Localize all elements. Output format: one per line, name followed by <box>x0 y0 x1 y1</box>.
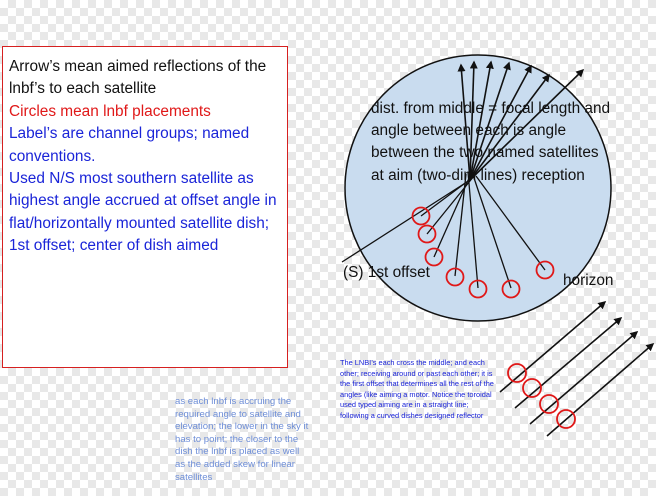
lnbi-note: The LNBI’s each cross the middle; and ea… <box>340 358 494 420</box>
reflection-arrow <box>469 60 494 181</box>
lnbf-circle <box>522 378 542 398</box>
horizon-arrows <box>499 301 655 437</box>
lnbf-circle <box>501 279 521 299</box>
horizon-arrow <box>499 301 607 393</box>
lnbf-circle <box>507 363 527 383</box>
reflection-arrow <box>457 63 471 181</box>
lnbf-circles <box>411 206 555 299</box>
legend-offset-description: Used N/S most southern satellite as high… <box>9 170 277 255</box>
lnbf-circle <box>535 260 555 280</box>
lnbf-circle <box>417 224 437 244</box>
focal-length-label: dist. from middle = focal length and ang… <box>371 100 611 184</box>
horizon-label: horizon <box>563 272 614 289</box>
lnbf-angle-note: as each lnbf is accruing the required an… <box>175 396 309 483</box>
lnbf-circle <box>468 279 488 299</box>
reflection-arrows <box>457 60 585 181</box>
horizon-arrow <box>529 331 639 425</box>
horizon-lnbf-circles <box>507 363 576 429</box>
horizon-arrow <box>546 343 655 437</box>
lnbf-circle <box>411 206 431 226</box>
first-offset-label: (S) 1st offset <box>343 264 430 281</box>
legend-text: Arrow’s mean aimed reflections of the ln… <box>9 56 285 258</box>
reflection-arrow <box>469 64 532 181</box>
lnbf-circle <box>445 267 465 287</box>
lnbf-circle <box>539 394 559 414</box>
reflection-arrow <box>469 68 585 181</box>
reflection-arrow <box>469 60 478 181</box>
lnbf-circle <box>424 247 444 267</box>
legend-arrows-meaning: Arrow’s mean aimed reflections of the ln… <box>9 58 267 98</box>
reflection-arrow <box>469 61 511 181</box>
legend-labels-meaning: Label’s are channel groups; named conven… <box>9 125 250 165</box>
horizon-arrow <box>514 317 623 409</box>
legend-circles-meaning: Circles mean lnbf placements <box>9 102 211 120</box>
lnbf-sight-lines <box>341 171 546 289</box>
lnbf-circle <box>556 409 576 429</box>
reflection-arrow <box>469 73 550 181</box>
legend-box <box>2 46 288 368</box>
